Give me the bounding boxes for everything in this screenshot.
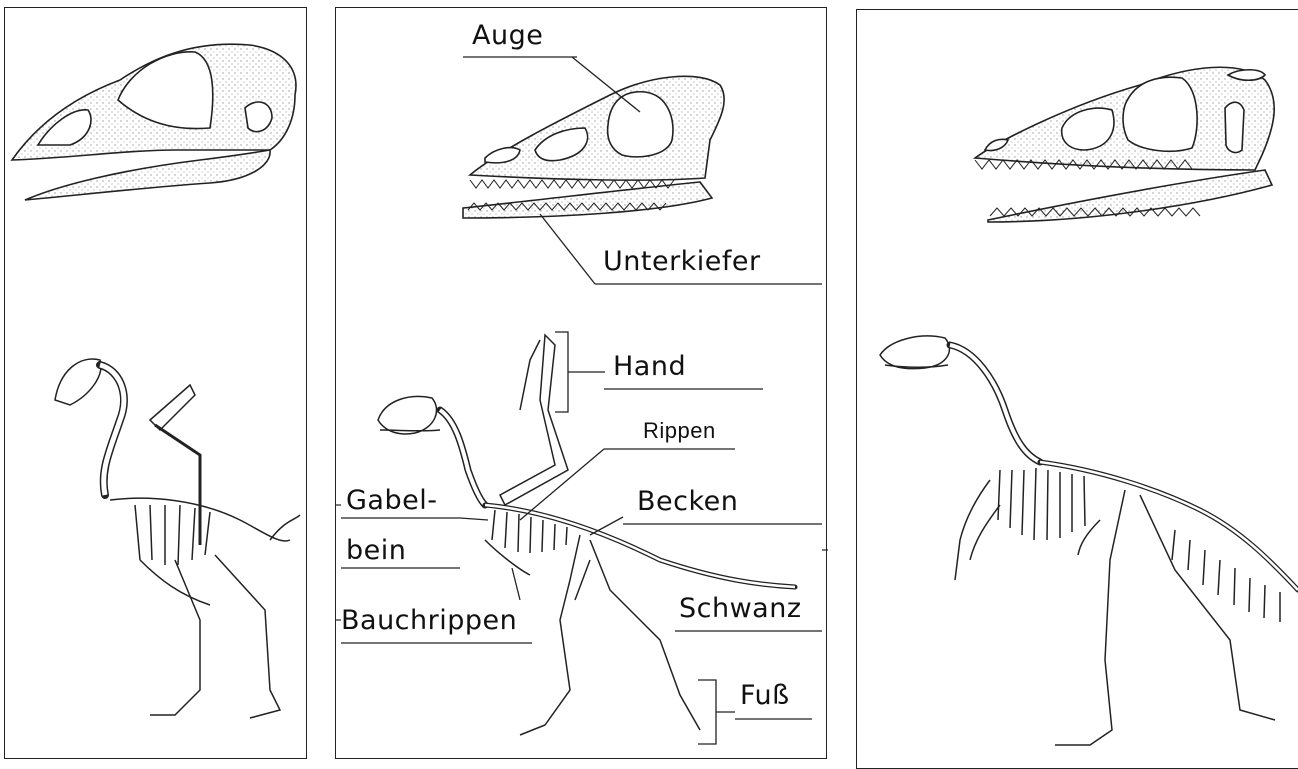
label-unterkiefer: Unterkiefer [603,248,761,275]
skeleton-bird [55,359,300,718]
label-bauchrippen: Bauchrippen [341,607,517,634]
skull-dinosaur [975,67,1274,222]
label-becken: Becken [637,488,738,515]
label-gabel: Gabel- [346,487,437,514]
skeleton-archaeopteryx [378,335,795,735]
skull-bird [12,44,296,200]
label-fuss: Fuß [740,682,790,709]
skeleton-dinosaur [880,336,1298,745]
label-auge: Auge [472,22,543,49]
skull-archaeopteryx [463,76,724,218]
label-schwanz: Schwanz [679,595,802,622]
label-rippen: Rippen [643,420,716,442]
label-hand: Hand [613,353,686,380]
label-bein: bein [346,537,406,564]
